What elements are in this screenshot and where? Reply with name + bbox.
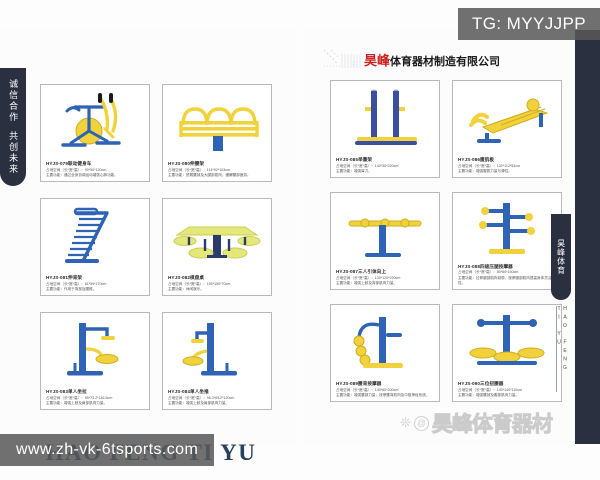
product-function: 主要功能：休闲娱乐。	[168, 286, 204, 291]
product-function: 主要功能：增强上肢及肩部肌肉力量。	[46, 400, 108, 405]
product-image-hyjs-089	[331, 305, 439, 380]
product-spec: 占地空间（长*宽*高）：90*50*120cm	[46, 167, 107, 172]
catalog-page-right: 昊峰体育器材制造有限公司	[304, 30, 600, 444]
product-function: 主要功能：拉伸腿部肌肉韧带，按摩腿部肌肉提高身体灵活性。	[458, 275, 552, 285]
product-function: 主要功能：增强臂力。	[336, 168, 372, 173]
product-title: HYJS-089腰背按摩器	[336, 380, 382, 386]
product-card-hyjs-079[interactable]: HYJS-079联动健身车 占地空间（长*宽*高）：90*50*120cm 主要…	[40, 84, 150, 182]
product-card-hyjs-082[interactable]: HYJS-082棋盘桌 占地空间（长*宽*高）：150*150*70cm 主要功…	[162, 198, 272, 296]
product-card-hyjs-081[interactable]: HYJS-081伸背架 占地空间（长*宽*高）：61*59*170cm 主要功能…	[40, 198, 150, 296]
product-title: HYJS-084单人坐推	[168, 388, 209, 394]
product-card-hyjs-080[interactable]: HYJS-080伸腰架 占地空间（长*宽*高）：114*92*103cm 主要功…	[162, 84, 272, 182]
product-card-hyjs-088[interactable]: HYJS-088四级压腿按摩器 占地空间（长*宽*高）：80*60*150cm …	[452, 192, 562, 290]
product-caption-hyjs-085: HYJS-085举重架 占地空间（长*宽*高）：140*30*220cm 主要功…	[331, 156, 439, 177]
product-caption-hyjs-083: HYJS-083单人坐拉 占地空间（长*宽*高）：95*73.2*146.5cm…	[41, 388, 149, 409]
product-title: HYJS-080伸腰架	[168, 160, 205, 166]
product-function: 主要功能：作用于背部及腰椎。	[46, 286, 97, 291]
product-title: HYJS-087三人引体向上	[336, 268, 387, 274]
side-tab-line2: 共创未来	[8, 131, 19, 175]
product-caption-hyjs-088: HYJS-088四级压腿按摩器 占地空间（长*宽*高）：80*60*150cm …	[453, 263, 561, 290]
product-spec: 占地空间（长*宽*高）：80*60*150cm	[458, 270, 519, 275]
left-page-side-tab: 诚信合作 共创未来	[0, 68, 26, 191]
product-title: HYJS-090三位扭腰器	[458, 380, 504, 386]
product-title: HYJS-088四级压腿按摩器	[458, 263, 513, 269]
product-card-hyjs-090[interactable]: HYJS-090三位扭腰器 占地空间（长*宽*高）：140*140*110cm …	[452, 304, 562, 402]
product-function: 主要功能：增强腹肌力量与弹性。	[458, 168, 512, 173]
product-spec: 占地空间（长*宽*高）：140*140*110cm	[458, 387, 523, 392]
product-function: 主要功能：增强上肢及背部肌肉力量。	[336, 280, 398, 285]
product-title: HYJS-085举重架	[336, 156, 373, 162]
product-image-hyjs-081	[41, 199, 149, 274]
product-card-hyjs-087[interactable]: HYJS-087三人引体向上 占地空间（长*宽*高）：130*120*220cm…	[330, 192, 440, 290]
product-caption-hyjs-081: HYJS-081伸背架 占地空间（长*宽*高）：61*59*170cm 主要功能…	[41, 274, 149, 295]
product-spec: 占地空间（长*宽*高）：140*60*200cm	[336, 387, 399, 392]
company-header: 昊峰体育器材制造有限公司	[322, 46, 584, 72]
product-image-hyjs-085	[331, 81, 439, 156]
product-title: HYJS-082棋盘桌	[168, 274, 205, 280]
product-image-hyjs-079	[41, 85, 149, 160]
product-function: 主要功能：增强腰部力量，按摩腰背肌肉及中枢神经系统。	[336, 392, 430, 397]
product-image-hyjs-080	[163, 85, 271, 160]
product-spec: 占地空间（长*宽*高）：130*112*53cm	[458, 163, 521, 168]
product-spec: 占地空间（长*宽*高）：150*150*70cm	[168, 281, 231, 286]
product-function: 主要功能：增强上肢及肩部肌肉力量。	[168, 400, 230, 405]
product-function: 主要功能：通过全身协调运动增强心肺功能。	[46, 172, 118, 177]
product-image-hyjs-087	[331, 193, 439, 268]
product-caption-hyjs-082: HYJS-082棋盘桌 占地空间（长*宽*高）：150*150*70cm 主要功…	[163, 274, 271, 295]
product-caption-hyjs-080: HYJS-080伸腰架 占地空间（长*宽*高）：114*92*103cm 主要功…	[163, 160, 271, 181]
product-image-hyjs-090	[453, 305, 561, 380]
product-image-hyjs-083	[41, 313, 149, 388]
product-title: HYJS-079联动健身车	[46, 160, 92, 166]
product-image-hyjs-088	[453, 193, 561, 263]
product-function: 主要功能：舒展腰部及大腿部肌肉，缓解腰部疲劳。	[168, 172, 251, 177]
header-decoration-icon	[322, 48, 364, 70]
product-spec: 占地空间（长*宽*高）：140*30*220cm	[336, 163, 399, 168]
product-caption-hyjs-087: HYJS-087三人引体向上 占地空间（长*宽*高）：130*120*220cm…	[331, 268, 439, 289]
company-name-logo: 昊峰	[364, 52, 391, 68]
product-caption-hyjs-084: HYJS-084单人坐推 占地空间（长*宽*高）：96.3*69.2*120cm…	[163, 388, 271, 409]
product-spec: 占地空间（长*宽*高）：114*92*103cm	[168, 167, 231, 172]
product-spec: 占地空间（长*宽*高）：96.3*69.2*120cm	[168, 395, 235, 400]
product-caption-hyjs-090: HYJS-090三位扭腰器 占地空间（长*宽*高）：140*140*110cm …	[453, 380, 561, 401]
company-name-suffix: 体育器材制造有限公司	[390, 55, 501, 68]
product-caption-hyjs-079: HYJS-079联动健身车 占地空间（长*宽*高）：90*50*120cm 主要…	[41, 160, 149, 181]
telegram-watermark: TG: MYYJJPP	[458, 8, 600, 40]
product-card-hyjs-083[interactable]: HYJS-083单人坐拉 占地空间（长*宽*高）：95*73.2*146.5cm…	[40, 312, 150, 410]
side-tab-accent	[0, 179, 26, 191]
company-name: 昊峰体育器材制造有限公司	[364, 50, 500, 69]
product-spec: 占地空间（长*宽*高）：61*59*170cm	[46, 281, 107, 286]
product-image-hyjs-084	[163, 313, 271, 388]
product-title: HYJS-081伸背架	[46, 274, 83, 280]
product-image-hyjs-086	[453, 81, 561, 156]
product-title: HYJS-083单人坐拉	[46, 388, 87, 394]
website-watermark: www.zh-vk-6tsports.com	[0, 434, 215, 466]
page-outer-dark-bar	[575, 30, 600, 444]
side-tab-pinyin: HAO FENG TI YU	[556, 306, 568, 392]
product-spec: 占地空间（长*宽*高）：130*120*220cm	[336, 275, 401, 280]
product-caption-hyjs-089: HYJS-089腰背按摩器 占地空间（长*宽*高）：140*60*200cm 主…	[331, 380, 439, 401]
product-card-hyjs-084[interactable]: HYJS-084单人坐推 占地空间（长*宽*高）：96.3*69.2*120cm…	[162, 312, 272, 410]
side-tab-label: 昊峰体育	[556, 239, 566, 275]
catalog-page-left: 诚信合作 共创未来	[0, 30, 296, 465]
product-image-hyjs-082	[163, 199, 271, 274]
product-card-hyjs-085[interactable]: HYJS-085举重架 占地空间（长*宽*高）：140*30*220cm 主要功…	[330, 80, 440, 178]
product-card-hyjs-089[interactable]: HYJS-089腰背按摩器 占地空间（长*宽*高）：140*60*200cm 主…	[330, 304, 440, 402]
side-tab-line1: 诚信合作	[8, 79, 19, 123]
product-title: HYJS-086腹肌板	[458, 156, 495, 162]
product-spec: 占地空间（长*宽*高）：95*73.2*146.5cm	[46, 395, 113, 400]
product-card-hyjs-086: HYJS-086腹肌板 占地空间（长*宽*高）：130*112*53cm 主要功…	[452, 80, 562, 178]
product-function: 主要功能：增强腰部及腹部肌肉力量。	[458, 392, 520, 397]
right-page-side-tab: 昊峰体育	[551, 209, 571, 300]
product-caption-hyjs-086: HYJS-086腹肌板 占地空间（长*宽*高）：130*112*53cm 主要功…	[453, 156, 561, 177]
